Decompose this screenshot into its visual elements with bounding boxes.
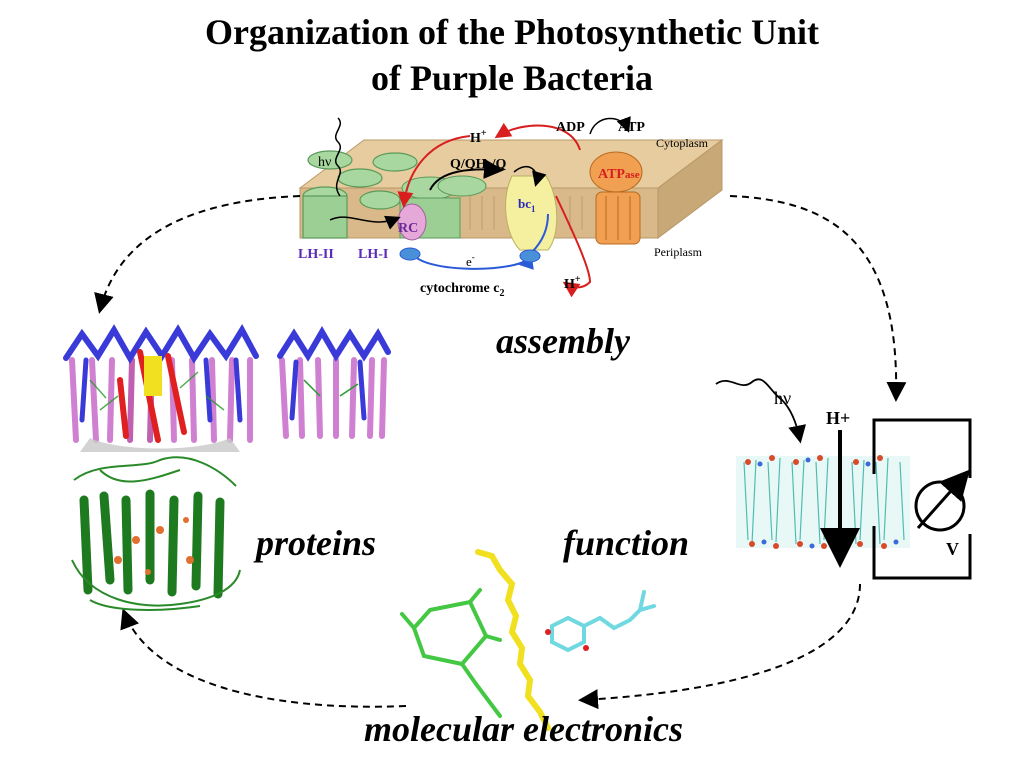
cycle-arrow-assembly-to-proteins: [94, 195, 301, 314]
voltmeter-circuit: [872, 418, 972, 580]
lh-complex-small: [274, 326, 391, 442]
atpase-label: ATPase: [598, 167, 640, 182]
quinone-arrow-1: [429, 158, 504, 191]
cytochrome-c2-label: cytochrome c2: [420, 281, 504, 299]
electron-label: e-: [466, 252, 475, 269]
atp-synthesis-arrow: [589, 116, 631, 135]
quinone-arrow-2: [513, 166, 547, 187]
page-title-line-1: Organization of the Photosynthetic Unit: [205, 12, 819, 52]
lipid-membrane-device: [736, 455, 910, 549]
cytochrome-c2-right: [519, 249, 541, 263]
energy-transfer-arrow: [329, 215, 401, 230]
bc1-complex: [505, 175, 558, 251]
device-h-plus-label: H+: [826, 408, 850, 428]
bacteriochlorophyll-molecule: [400, 588, 502, 718]
molecular-electronics-label: molecular electronics: [364, 709, 683, 749]
h-plus-bottom-label: H+: [564, 274, 581, 292]
voltage-label: V: [946, 539, 959, 559]
lh2-label: LH-II: [298, 247, 334, 262]
atpase-complex: [589, 151, 643, 245]
light-wave-icon: [335, 117, 342, 197]
lh-complex-large: [62, 323, 259, 452]
function-label: function: [563, 523, 690, 563]
carotenoid-molecule: [475, 549, 551, 731]
proteins-label: proteins: [256, 523, 377, 563]
electron-return: [531, 213, 549, 253]
proton-arrow-top: [494, 122, 581, 151]
proton-arrow-bottom: [555, 195, 592, 298]
cycle-arrow-function-to-electronics: [578, 583, 861, 710]
quinone-molecule: [545, 590, 656, 653]
device-light-wave-icon: [715, 378, 806, 444]
device-hv-label: hν: [774, 388, 791, 408]
periplasm-label: Periplasm: [654, 245, 703, 259]
atp-label: ATP: [618, 120, 645, 135]
membrane-schematic: hν H+ Q/QH2/Q ADP ATP Cytoplasm ATPase b…: [288, 108, 730, 299]
cycle-arrow-assembly-to-function: [729, 195, 907, 402]
reaction-center-protein: [71, 456, 241, 611]
membrane-side-face: [657, 139, 723, 239]
adp-label: ADP: [556, 120, 585, 135]
cycle-arrow-electronics-to-proteins: [120, 608, 407, 708]
cytoplasm-label: Cytoplasm: [656, 136, 709, 150]
page-title-line-2: of Purple Bacteria: [371, 58, 653, 98]
h-plus-top-label: H+: [470, 128, 487, 146]
lh1-label: LH-I: [358, 247, 388, 262]
bc1-label: bc1: [518, 196, 536, 214]
assembly-label: assembly: [496, 321, 630, 361]
proton-arrow-left: [397, 135, 471, 208]
cytochrome-c2-left: [399, 247, 421, 261]
rc-label: RC: [398, 221, 418, 236]
quinone-label: Q/QH2/Q: [450, 157, 506, 175]
membrane-hv-label: hν: [318, 155, 331, 170]
